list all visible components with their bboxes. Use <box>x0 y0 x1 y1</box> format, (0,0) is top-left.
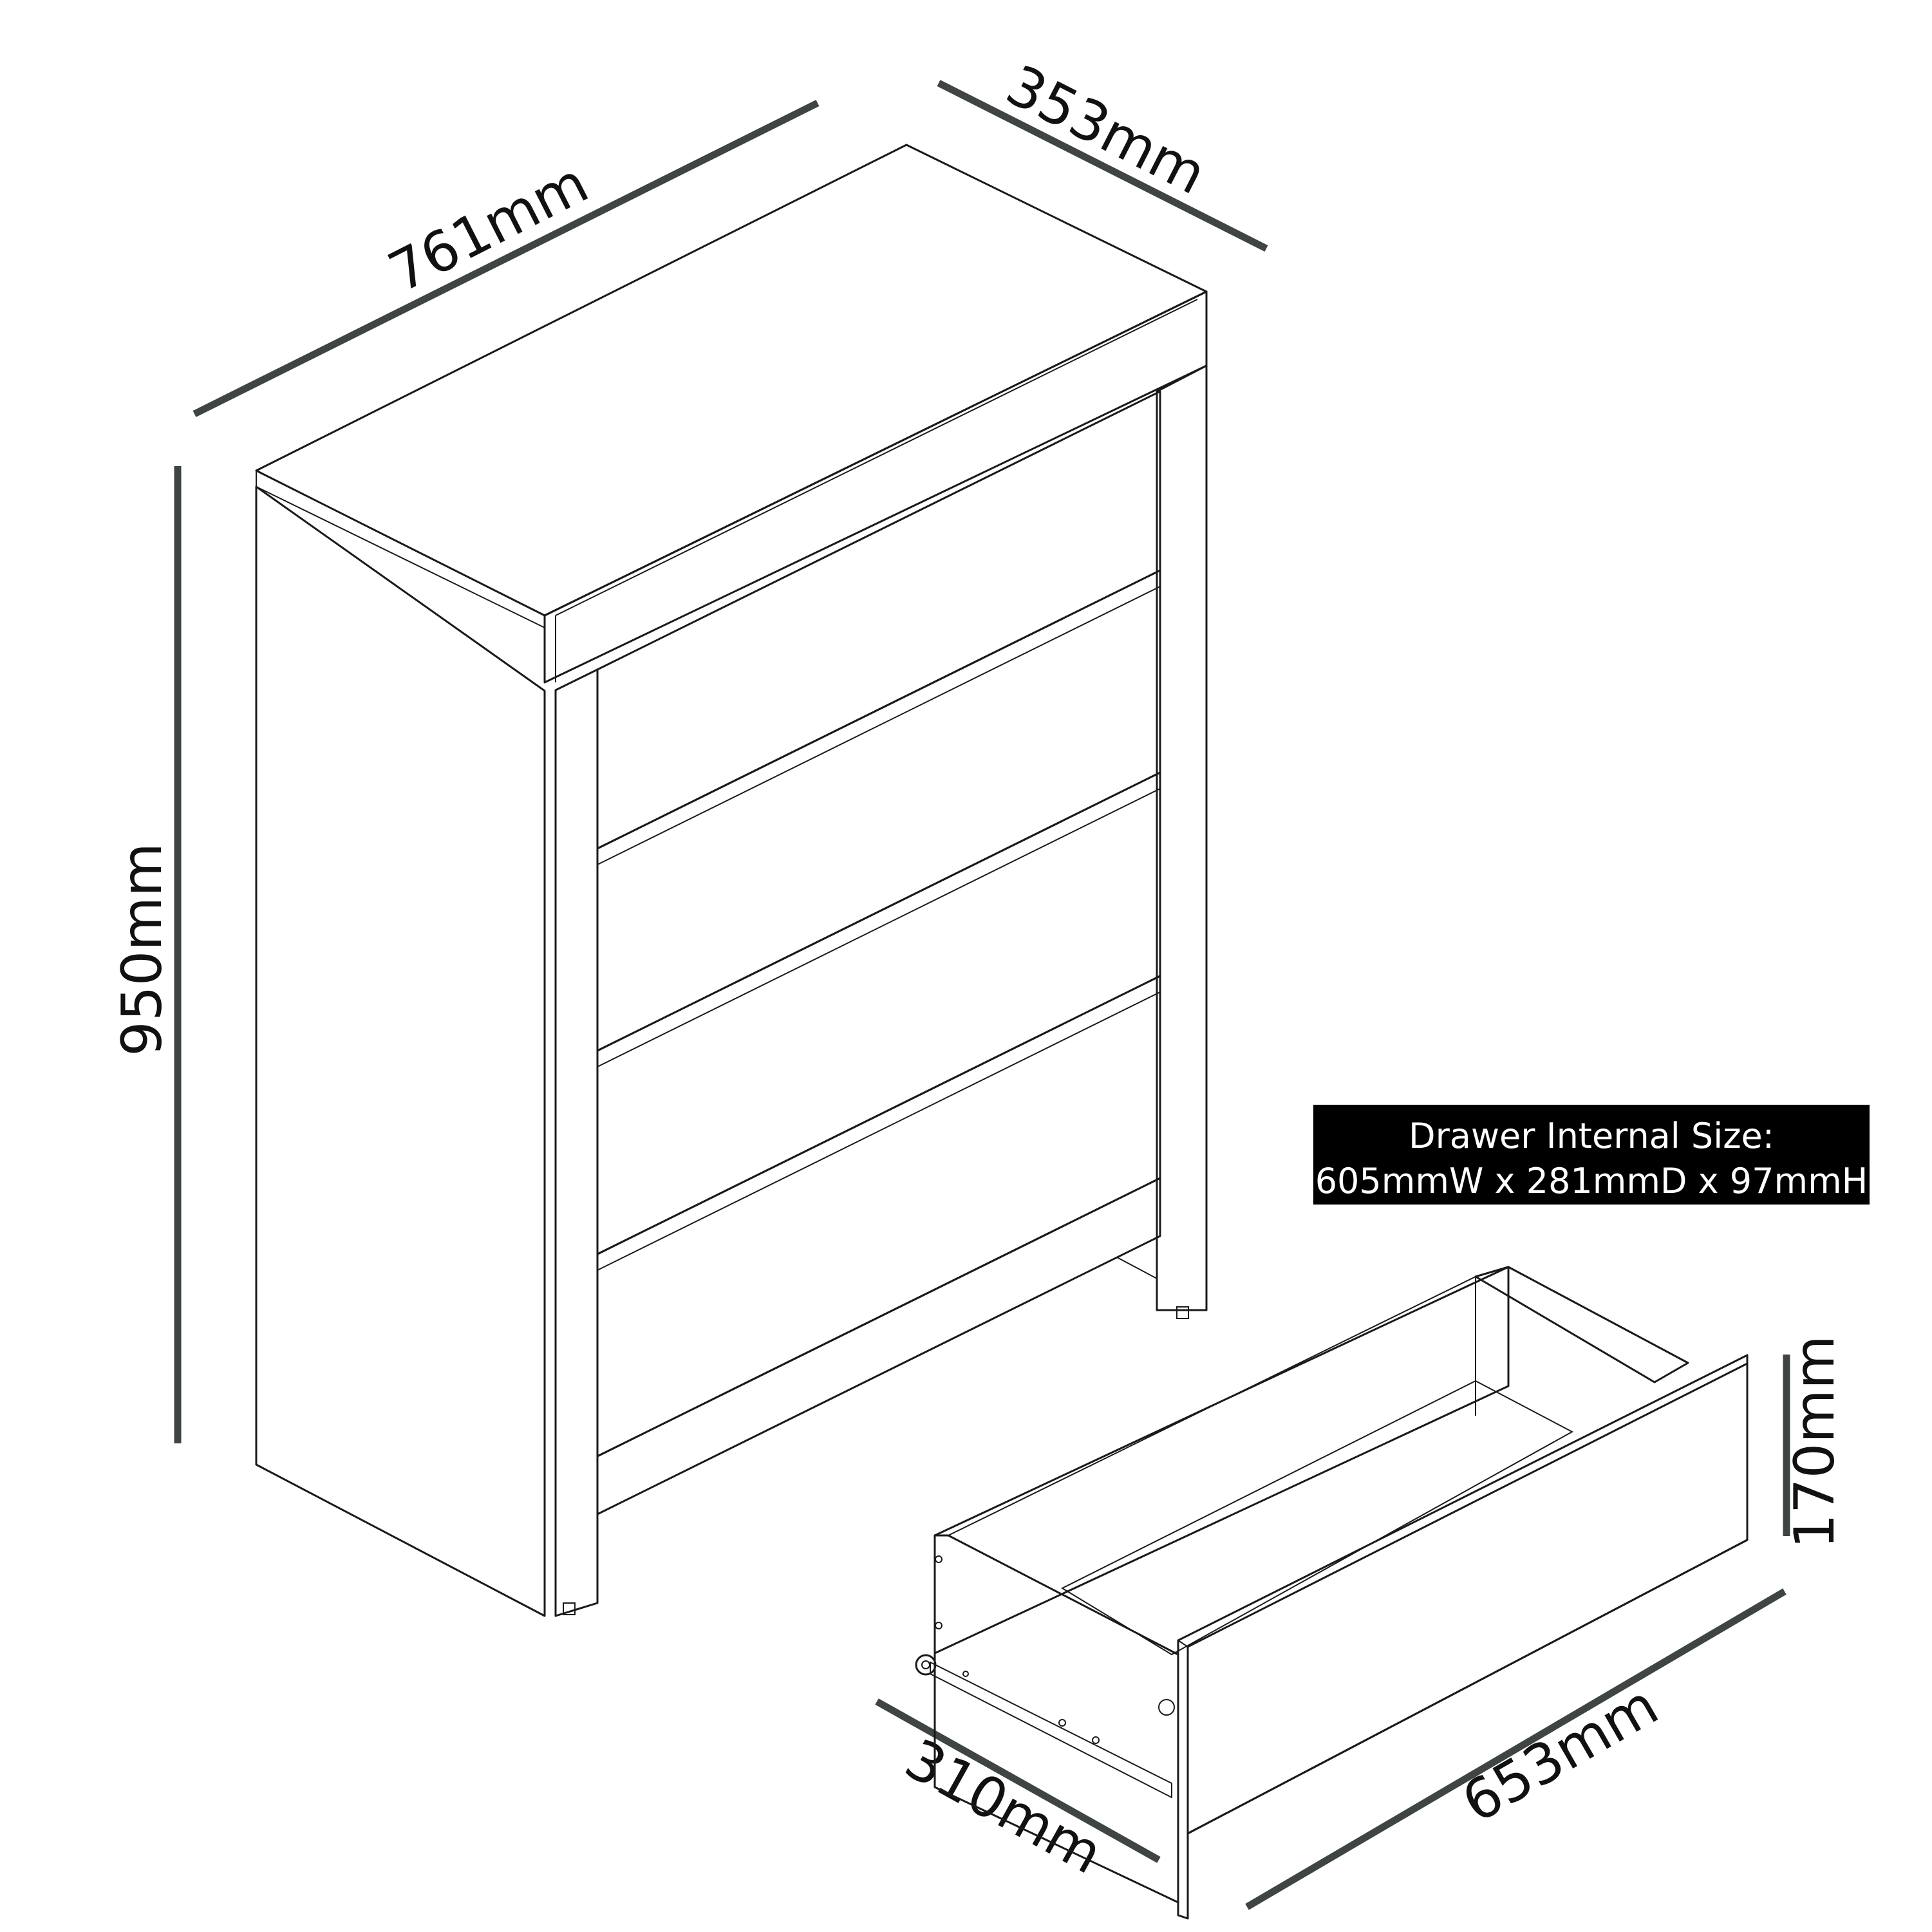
drawer-internal-size-box: Drawer Internal Size: 605mmW x 281mmD x … <box>1313 1105 1870 1205</box>
height-label: 950mm <box>110 843 174 1056</box>
info-box-line-2: 605mmW x 281mmD x 97mmH <box>1315 1161 1868 1201</box>
open-drawer <box>915 1266 1749 1920</box>
back-rail-line <box>1116 1257 1158 1279</box>
top-edge-inner-line <box>555 299 1198 616</box>
drawer-screw-icon <box>1158 1699 1175 1716</box>
front-right-leg <box>1156 364 1208 1311</box>
left-side-panel <box>255 485 546 1617</box>
drawer-front-panel <box>1177 1354 1749 1920</box>
drawer-back-inner-edge <box>948 1276 1476 1536</box>
drawer-width-label: 653mm <box>1452 1673 1669 1835</box>
drawer-4-top-edge <box>597 991 1161 1271</box>
drawer-back-panel <box>933 1266 1510 1655</box>
drawer-height-label: 170mm <box>1783 1335 1847 1549</box>
runner-wheel-hub-icon <box>921 1660 930 1669</box>
top-surface <box>255 144 1208 617</box>
chest-of-drawers <box>255 144 1208 1617</box>
runner-screw-icon <box>962 1671 969 1677</box>
front-right-foot <box>1176 1306 1189 1319</box>
bottom-plinth <box>596 1177 1161 1515</box>
front-left-foot <box>563 1602 576 1615</box>
info-box-line-1: Drawer Internal Size: <box>1409 1116 1774 1156</box>
left-side-top-edge <box>256 486 545 628</box>
drawer-front-top-line <box>1177 1640 1188 1647</box>
drawer-width-dimension-line <box>1245 1588 1787 1910</box>
drawer-front-face <box>1186 1362 1749 1835</box>
front-left-leg <box>554 668 599 1617</box>
drawer-1-front <box>596 390 1161 850</box>
drawer-right-side <box>1474 1266 1689 1383</box>
runner-screw-icon <box>1092 1736 1100 1744</box>
drawer-2-front <box>596 569 1161 1052</box>
screw-hole-icon <box>935 1622 943 1629</box>
drawer-3-front <box>596 771 1161 1255</box>
drawer-3-top-edge <box>597 788 1161 1067</box>
runner-wheel-icon <box>915 1654 937 1676</box>
top-front-edge <box>543 290 1208 684</box>
drawer-runner-rail <box>930 1661 1172 1799</box>
info-box-background <box>1313 1105 1870 1205</box>
depth-dimension-line <box>937 80 1268 252</box>
width-dimension-line <box>192 100 820 417</box>
drawer-depth-dimension-line <box>875 1698 1161 1863</box>
drawer-floor <box>1060 1380 1574 1656</box>
screw-hole-icon <box>935 1555 943 1563</box>
runner-screw-icon <box>1058 1719 1066 1727</box>
drawer-2-top-edge <box>597 586 1161 865</box>
drawer-4-front <box>596 975 1161 1458</box>
